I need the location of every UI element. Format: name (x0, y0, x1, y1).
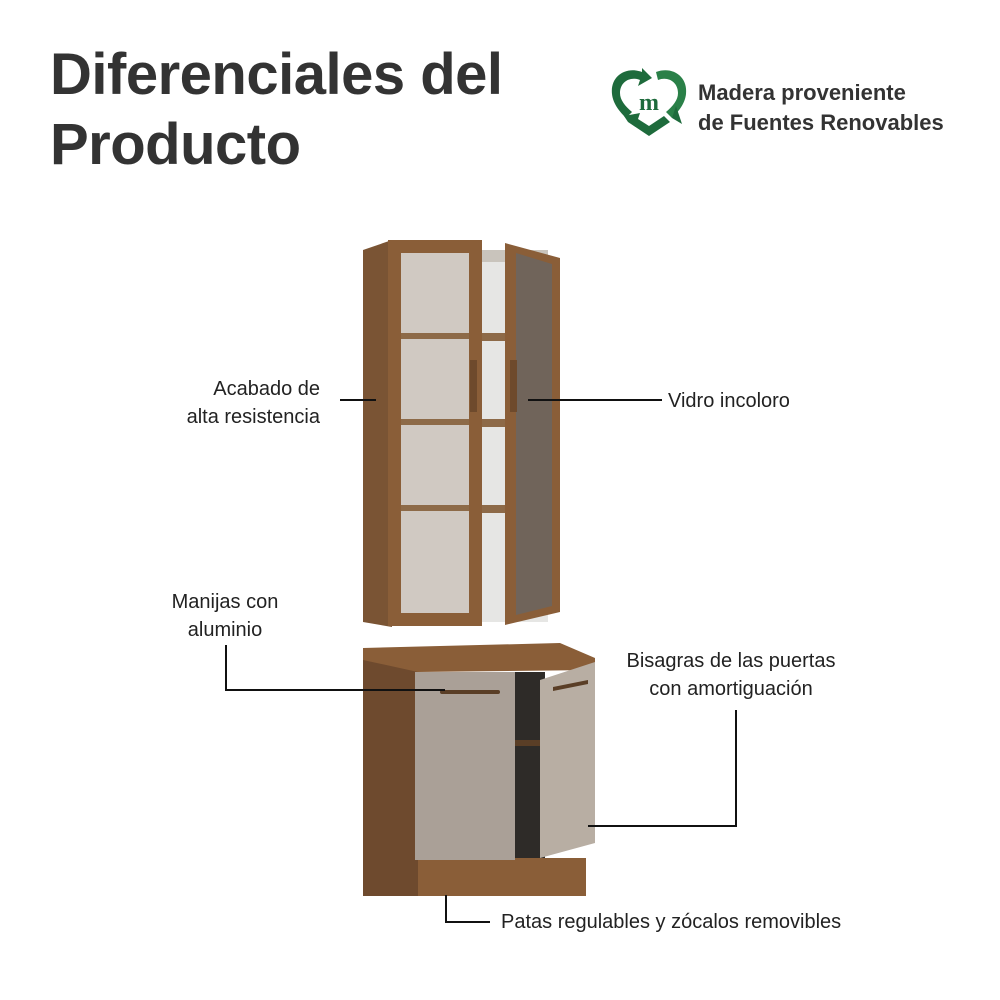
title-line-2: Producto (50, 112, 301, 177)
glass-door-left (388, 240, 482, 626)
logo-letter: m (639, 90, 659, 116)
callout-handles-line-1: Manijas con (171, 591, 279, 613)
callout-finish-line-2: alta resistencia (186, 406, 320, 428)
callout-handles: Manijas con aluminio (150, 588, 300, 644)
callout-hinges: Bisagras de las puertas con amortiguació… (606, 647, 856, 703)
door-handle-left (440, 690, 500, 694)
callout-hinges-line-2: con amortiguación (649, 678, 813, 700)
callout-legs: Patas regulables y zócalos removibles (501, 908, 841, 936)
door-handle-right (553, 680, 588, 691)
callout-glass: Vidro incoloro (668, 387, 790, 415)
page-title: Diferenciales del Producto (50, 40, 503, 180)
callout-finish: Acabado de alta resistencia (180, 375, 320, 431)
badge-line-2: de Fuentes Renovables (698, 110, 944, 135)
callout-glass-line-1: Vidro incoloro (668, 390, 790, 412)
glass-door-right (505, 243, 560, 625)
badge-text: Madera proveniente de Fuentes Renovables (698, 78, 944, 138)
title-line-1: Diferenciales del (50, 42, 503, 107)
callout-finish-line-1: Acabado de (213, 378, 320, 400)
callout-hinges-line-1: Bisagras de las puertas (626, 650, 836, 672)
recycle-heart-icon: m (611, 68, 687, 136)
badge-line-1: Madera proveniente (698, 80, 906, 105)
callout-legs-line-1: Patas regulables y zócalos removibles (501, 911, 842, 933)
base-cabinet (363, 643, 595, 896)
callout-lines (225, 399, 737, 923)
wall-cabinet (363, 240, 560, 627)
callout-handles-line-2: aluminio (187, 619, 263, 641)
